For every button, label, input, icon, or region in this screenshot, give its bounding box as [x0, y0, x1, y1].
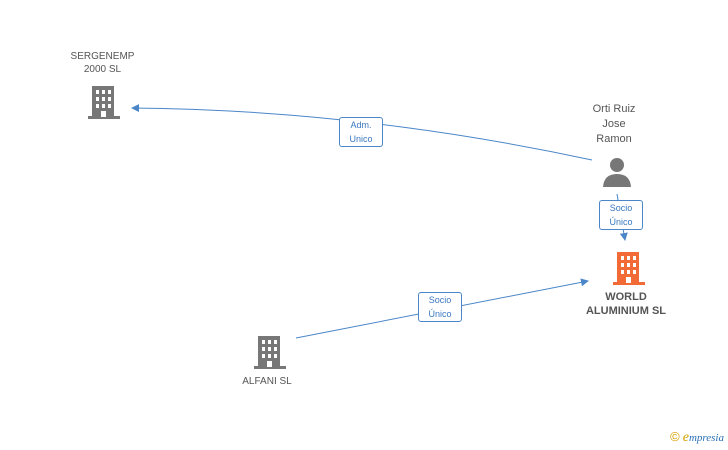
building-icon[interactable]: [88, 84, 120, 120]
node-label-alfani: ALFANI SL: [222, 375, 312, 388]
edge-label-line: Unico: [349, 134, 373, 144]
node-label-line: ALFANI SL: [242, 376, 292, 387]
node-label-line: ALUMINIUM SL: [585, 305, 667, 317]
edge-label-adm-unico: Adm. Unico: [339, 117, 383, 147]
copyright-symbol: ©: [670, 429, 680, 444]
node-label-line: WORLD: [605, 291, 647, 303]
node-label-line: Ramon: [596, 133, 632, 145]
edge-label-line: Adm.: [350, 120, 372, 130]
building-icon[interactable]: [613, 250, 645, 286]
person-icon[interactable]: [602, 156, 632, 188]
edge-label-line: Único: [428, 309, 452, 319]
edge-label-line: Socio: [609, 203, 633, 213]
node-label-line: Jose: [602, 118, 626, 130]
edge-label-socio-unico-person: Socio Único: [599, 200, 643, 230]
node-label-line: Orti Ruiz: [592, 103, 636, 115]
edge-label-line: Único: [609, 217, 633, 227]
brand-e: e: [682, 430, 689, 445]
node-label-line: SERGENEMP: [70, 51, 135, 62]
building-icon[interactable]: [254, 334, 286, 370]
edge-label-socio-unico-alfani: Socio Único: [418, 292, 462, 322]
node-label-world-aluminium: WORLD ALUMINIUM SL: [568, 290, 684, 318]
empresia-logo: ©empresia: [670, 429, 724, 446]
node-label-sergenemp: SERGENEMP 2000 SL: [50, 50, 155, 76]
node-label-person: Orti Ruiz Jose Ramon: [574, 102, 654, 147]
node-label-line: 2000 SL: [83, 64, 122, 75]
brand-name: mpresia: [688, 432, 724, 444]
edge-label-line: Socio: [428, 295, 452, 305]
